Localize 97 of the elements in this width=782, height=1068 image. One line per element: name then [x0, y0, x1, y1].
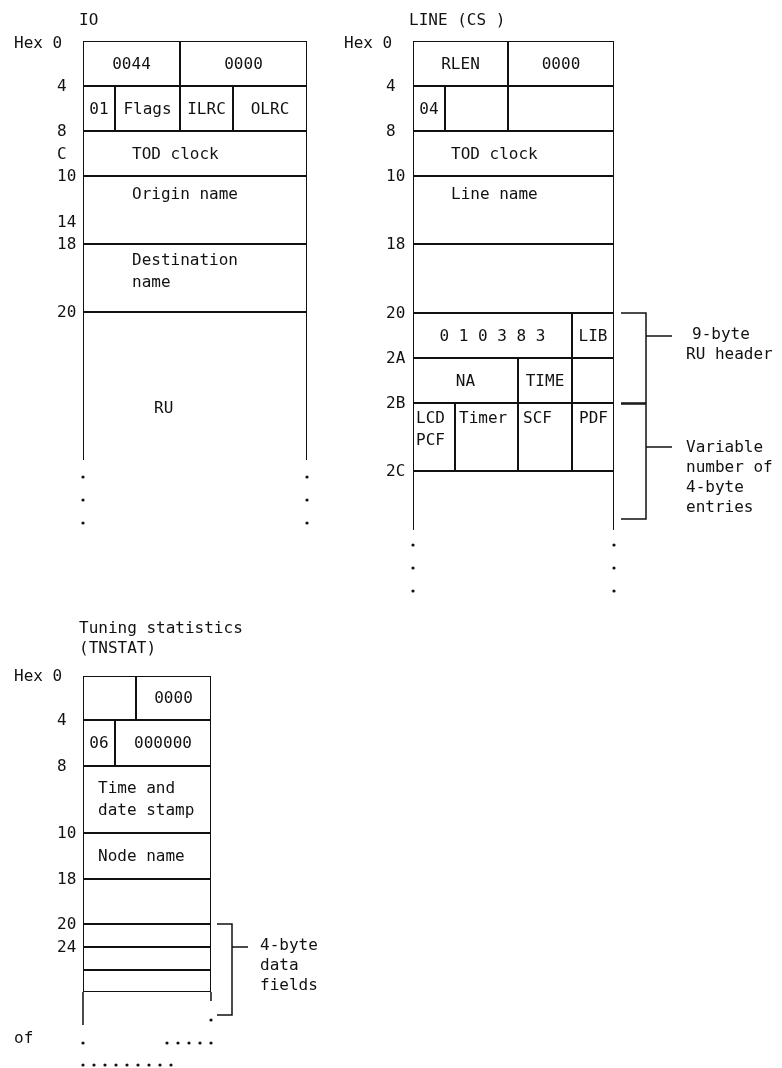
field-cell [83, 312, 307, 460]
field-label: LCD PCF [416, 407, 446, 451]
field-cell [413, 176, 614, 244]
field-label: OLRC [250, 97, 290, 120]
field-cell [572, 403, 614, 471]
field-label: Timer [459, 407, 508, 429]
field-label: 04 [419, 97, 439, 120]
offset-label: 4 [57, 710, 67, 730]
offset-label: Hex 0 [14, 666, 63, 686]
field-cell [413, 131, 614, 176]
field-label: Line name [451, 183, 538, 205]
field-label: 0044 [112, 52, 151, 75]
offset-label: 10 [57, 823, 77, 843]
field-cell [83, 947, 211, 970]
offset-label: 2A [386, 348, 406, 368]
field-cell [233, 86, 307, 131]
field-cell [83, 833, 211, 879]
field-cell [413, 41, 508, 86]
field-cell [413, 244, 614, 313]
offset-label: 18 [57, 869, 77, 889]
offset-label: Hex 0 [14, 33, 63, 53]
field-label: ILRC [187, 97, 226, 120]
field-cell [180, 86, 233, 131]
field-cell [508, 86, 614, 131]
field-label: SCF [523, 407, 552, 429]
offset-label: C [57, 144, 67, 164]
field-cell [180, 41, 307, 86]
offset-label: 14 [57, 212, 77, 232]
field-cell [83, 879, 211, 924]
field-cell [83, 176, 307, 244]
field-label: PDF [579, 407, 608, 429]
offset-label: 18 [386, 234, 406, 254]
field-cell [115, 86, 180, 131]
field-cell [518, 403, 572, 471]
field-cell [115, 720, 211, 766]
field-label: TOD clock [451, 142, 538, 165]
field-label: RLEN [441, 52, 480, 75]
offset-label: 8 [57, 121, 67, 141]
field-label: 0000 [541, 52, 581, 75]
field-cell [83, 244, 307, 312]
field-label: Time and date stamp [98, 777, 196, 821]
field-cell [83, 970, 211, 992]
offset-label: 20 [57, 914, 77, 934]
field-cell [413, 358, 518, 403]
offset-label: Hex 0 [344, 33, 393, 53]
offset-label: 20 [57, 302, 77, 322]
field-cell [83, 676, 136, 720]
field-label: 0 1 0 3 8 3 [439, 324, 546, 347]
field-cell [455, 403, 518, 471]
offset-label: 20 [386, 303, 406, 323]
field-label: NA [455, 369, 476, 392]
field-cell [83, 41, 180, 86]
field-cell [83, 766, 211, 833]
field-label: TIME [525, 369, 565, 392]
field-label: Destination name [132, 249, 239, 293]
field-label: 0000 [224, 52, 263, 75]
annotation-text: Variable number of 4-byte entries [686, 437, 774, 517]
offset-label: 10 [57, 166, 77, 186]
field-cell [518, 358, 572, 403]
field-cell [83, 131, 307, 176]
offset-label: 18 [57, 234, 77, 254]
field-cell [83, 86, 115, 131]
field-label: RU [154, 397, 174, 419]
record-title: LINE (CS ) [409, 10, 507, 30]
offset-label: 2B [386, 393, 406, 413]
field-cell [83, 924, 211, 947]
offset-label: 24 [57, 937, 77, 957]
field-label: Origin name [132, 183, 238, 205]
offset-label: 2C [386, 461, 406, 481]
field-cell [83, 720, 115, 766]
field-cell [445, 86, 508, 131]
field-label: TOD clock [132, 142, 219, 165]
field-label: 0000 [154, 687, 193, 709]
offset-label: 4 [57, 76, 67, 96]
field-cell [508, 41, 614, 86]
offset-label: of [14, 1028, 34, 1048]
field-cell [136, 676, 211, 720]
field-label: 000000 [134, 732, 192, 754]
field-label: Node name [98, 845, 185, 867]
annotation-text: 4-byte data fields [260, 935, 319, 995]
offset-label: 10 [386, 166, 406, 186]
offset-label: 4 [386, 76, 396, 96]
field-label: Flags [123, 97, 172, 120]
offset-label: 8 [386, 121, 396, 141]
field-label: 06 [89, 732, 109, 754]
offset-label: 8 [57, 756, 67, 776]
annotation-text: 9-byte RU header [686, 324, 774, 364]
field-cell [572, 358, 614, 403]
field-cell [572, 313, 614, 358]
field-label: 01 [89, 97, 109, 120]
field-cell [413, 313, 572, 358]
field-cell [413, 86, 445, 131]
record-title: IO [79, 10, 100, 30]
field-cell [413, 403, 455, 471]
record-title: Tuning statistics (TNSTAT) [79, 618, 244, 658]
field-cell [413, 471, 614, 530]
field-label: LIB [578, 324, 608, 347]
